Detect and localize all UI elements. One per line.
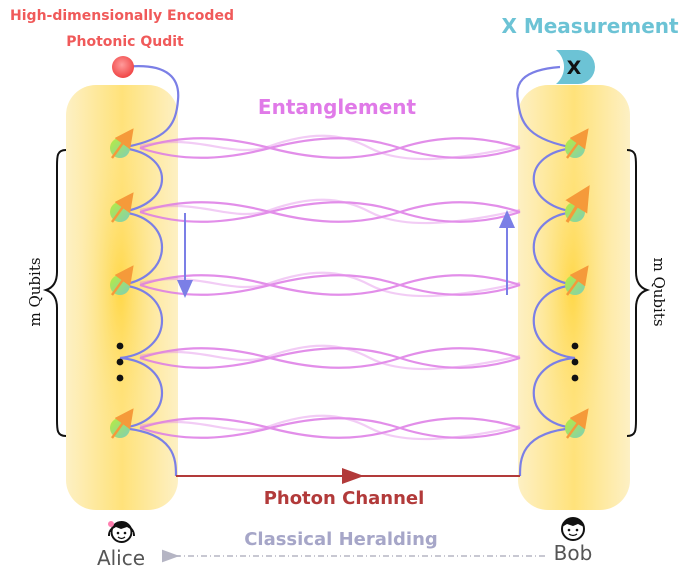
alice-photon-wire xyxy=(119,65,180,477)
qubit-icon xyxy=(110,265,134,296)
qubit-icon xyxy=(565,408,589,439)
alice-label: Alice xyxy=(97,546,145,570)
left-brace xyxy=(42,149,67,437)
alice-ellipsis-dots xyxy=(116,342,124,382)
x-measurement-detector-icon: X xyxy=(556,50,595,84)
qubit-icon xyxy=(565,128,589,159)
x-measurement-label: X Measurement xyxy=(501,14,679,38)
qubit-icon xyxy=(565,265,589,296)
right-brace xyxy=(626,149,651,437)
bob-photon-wire xyxy=(516,65,576,477)
entanglement-label: Entanglement xyxy=(258,95,417,119)
qudit-label-line2: Photonic Qudit xyxy=(66,34,184,50)
braid-row-3 xyxy=(139,271,521,298)
qudit-label-line1: High-dimensionally Encoded xyxy=(10,8,234,24)
braid-row-5 xyxy=(139,414,521,441)
braid-row-1 xyxy=(139,134,521,161)
classical-heralding-label: Classical Heralding xyxy=(244,529,438,550)
bob-avatar-icon xyxy=(561,517,585,541)
bob-ellipsis-dots xyxy=(571,342,579,382)
alice-avatar-icon xyxy=(108,521,135,543)
m-qubits-left-label: m Qubits xyxy=(26,257,44,326)
qubit-icon xyxy=(110,192,134,223)
braid-row-2 xyxy=(139,198,521,225)
alice-qubits xyxy=(110,128,134,439)
qubit-icon xyxy=(110,408,134,439)
photonic-qudit-icon xyxy=(112,56,134,78)
qubit-icon xyxy=(110,128,134,159)
bob-label: Bob xyxy=(554,541,593,565)
photon-channel-label: Photon Channel xyxy=(264,488,425,509)
m-qubits-right-label: m Qubits xyxy=(650,257,668,326)
entanglement-braids xyxy=(139,134,521,441)
x-symbol: X xyxy=(567,57,582,79)
braid-row-4 xyxy=(139,344,521,371)
bob-qubits xyxy=(565,128,590,439)
qubit-icon xyxy=(565,185,590,223)
